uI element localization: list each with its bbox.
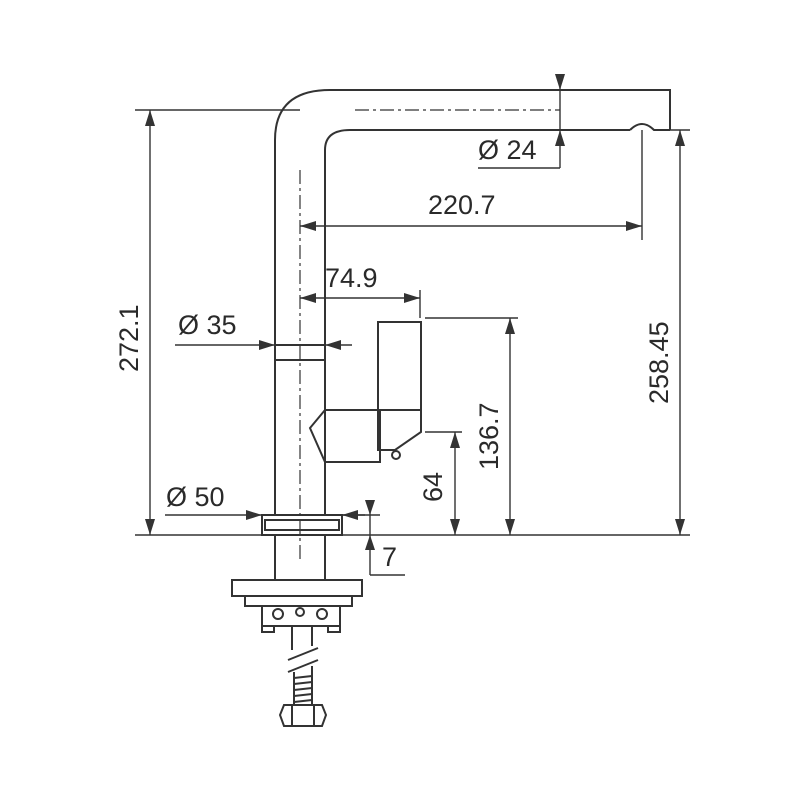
lever-cap	[377, 409, 422, 451]
base-collar	[261, 514, 343, 536]
spout-nozzle	[629, 89, 670, 131]
threaded-rod-upper	[291, 626, 313, 650]
nut-bolt-left	[272, 608, 284, 620]
arrows-d24	[555, 74, 565, 146]
base-collar-inner	[264, 519, 340, 531]
label-base-plate-thickness: 7	[382, 542, 397, 572]
spout-outer-edge	[274, 89, 671, 360]
label-upper-body-diameter: Ø 35	[178, 310, 237, 340]
mounting-bracket	[231, 579, 363, 607]
dimension-lines	[135, 74, 690, 576]
label-spout-diameter: Ø 24	[478, 135, 537, 165]
arrows-7	[365, 500, 375, 550]
faucet-outline	[231, 89, 671, 727]
dimension-labels: Ø 24 220.7 74.9 Ø 35 Ø 50 7 272.1 258.45…	[114, 135, 674, 572]
thread-lines	[293, 675, 313, 703]
nut-bolt-center	[295, 607, 305, 617]
nut-bolt-right	[316, 608, 328, 620]
spout-inner-edge	[324, 129, 630, 360]
lever-handle	[377, 321, 422, 411]
label-base-diameter: Ø 50	[166, 482, 225, 512]
label-spout-height: 258.45	[644, 321, 674, 404]
lever-joint	[308, 409, 381, 463]
label-spout-reach: 220.7	[428, 190, 496, 220]
label-total-height: 272.1	[114, 304, 144, 372]
threaded-rod-lower	[293, 666, 313, 705]
nut-tabs	[261, 616, 341, 633]
label-lever-base-height: 64	[418, 472, 448, 502]
label-lever-offset: 74.9	[325, 263, 378, 293]
break-line	[287, 647, 319, 673]
center-lines	[299, 109, 560, 560]
label-lever-height: 136.7	[474, 402, 504, 470]
lever-pin	[391, 450, 401, 460]
hose-connector	[278, 704, 328, 727]
